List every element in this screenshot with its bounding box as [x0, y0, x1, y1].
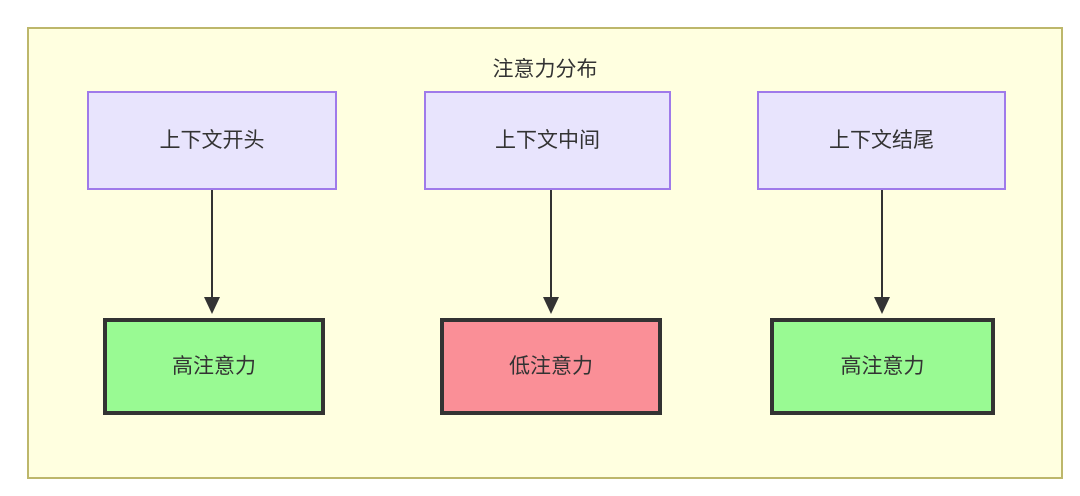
node-context-start[interactable]: 上下文开头 — [87, 91, 337, 190]
node-attention-low-middle[interactable]: 低注意力 — [440, 318, 662, 415]
node-label: 低注意力 — [509, 355, 593, 378]
node-label: 高注意力 — [840, 355, 925, 378]
node-context-end[interactable]: 上下文结尾 — [757, 91, 1006, 190]
node-label: 上下文结尾 — [829, 129, 934, 152]
node-label: 高注意力 — [172, 355, 256, 378]
node-label: 上下文中间 — [495, 129, 600, 152]
node-label: 上下文开头 — [159, 129, 265, 152]
diagram-title: 注意力分布 — [492, 58, 598, 81]
node-attention-high-end[interactable]: 高注意力 — [770, 318, 995, 415]
node-attention-high-start[interactable]: 高注意力 — [103, 318, 325, 415]
node-context-middle[interactable]: 上下文中间 — [424, 91, 671, 190]
